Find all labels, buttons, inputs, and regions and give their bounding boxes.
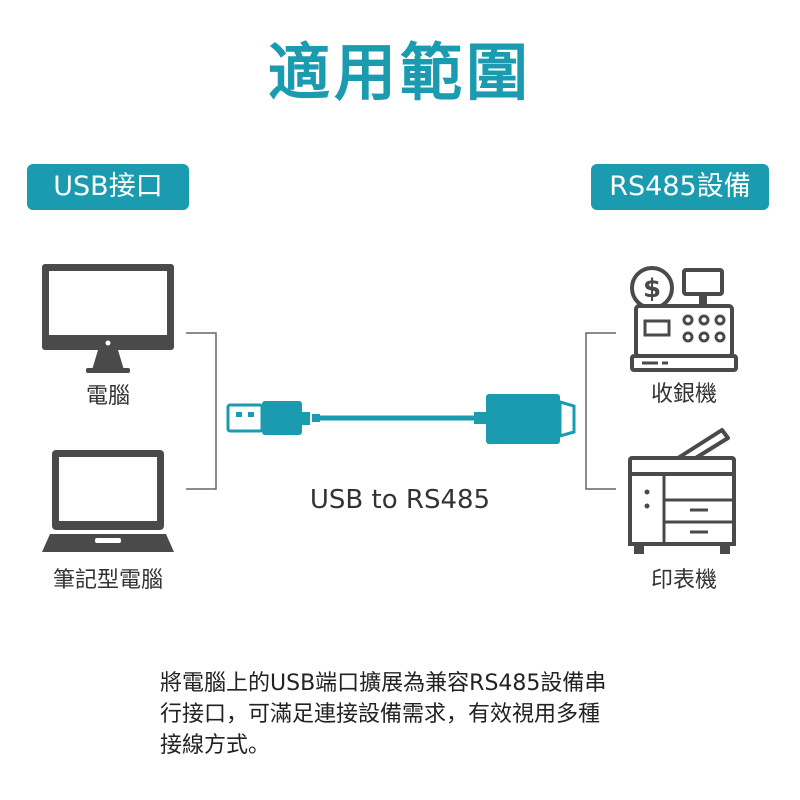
- desktop-label: 電腦: [85, 384, 130, 409]
- printer-icon: [628, 428, 736, 554]
- description-line-3: 接線方式。: [160, 733, 271, 758]
- right-bracket: [585, 332, 616, 490]
- description-line-1: 將電腦上的USB端口擴展為兼容RS485設備串: [160, 671, 607, 696]
- svg-text:$: $: [643, 274, 661, 304]
- laptop-icon: [42, 450, 174, 552]
- cable-label: USB to RS485: [309, 485, 491, 515]
- page-title: 適用範圍: [267, 36, 532, 109]
- laptop-label: 筆記型電腦: [52, 568, 163, 593]
- left-bracket: [186, 332, 217, 490]
- cash-register-icon: $: [630, 266, 738, 372]
- description: 將電腦上的USB端口擴展為兼容RS485設備串 行接口，可滿足連接設備需求，有效…: [160, 668, 660, 761]
- printer-label: 印表機: [650, 568, 717, 593]
- cash-register-label: 收銀機: [650, 382, 717, 407]
- usb-cable-icon: [226, 394, 576, 444]
- description-line-2: 行接口，可滿足連接設備需求，有效視用多種: [160, 702, 601, 727]
- monitor-icon: [42, 264, 174, 373]
- rs485-device-badge: RS485設備: [591, 164, 769, 210]
- usb-interface-badge: USB接口: [27, 164, 189, 210]
